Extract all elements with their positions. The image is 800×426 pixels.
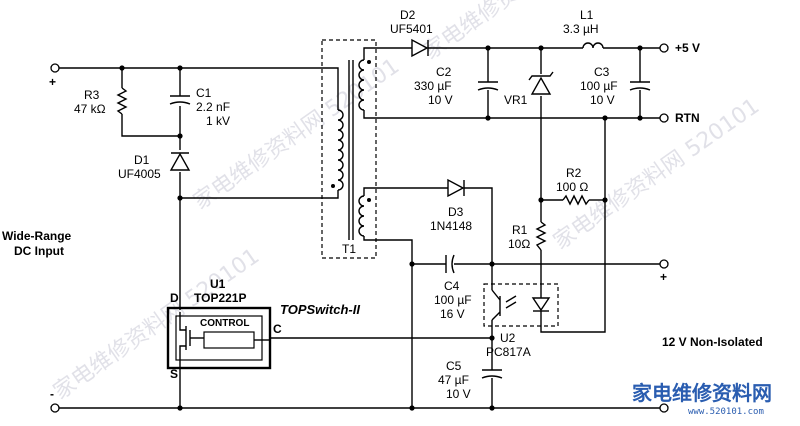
c4-capacitor — [445, 254, 455, 274]
c1-value2: 1 kV — [206, 114, 230, 128]
aux-plus-terminal[interactable] — [659, 259, 669, 269]
c2-capacitor — [477, 81, 499, 91]
d1-ref: D1 — [134, 153, 150, 167]
d2-ref: D2 — [400, 8, 416, 22]
d3-ref: D3 — [448, 205, 464, 219]
u1-pin-s: S — [170, 367, 178, 381]
c1-ref: C1 — [196, 86, 212, 100]
d2-value: UF5401 — [390, 22, 433, 36]
r2-resistor — [562, 194, 590, 206]
r3-resistor — [116, 87, 128, 115]
u1-value: TOP221P — [194, 291, 246, 305]
c4-ref: C4 — [444, 279, 460, 293]
c3-capacitor — [629, 81, 651, 91]
c1-capacitor — [169, 95, 191, 105]
input-label-line2: DC Input — [14, 244, 64, 258]
c2-ref: C2 — [436, 65, 452, 79]
u2-value: PC817A — [486, 345, 531, 359]
c3-value2: 10 V — [590, 93, 615, 107]
d3-diode — [447, 178, 465, 198]
r2-value: 100 Ω — [556, 180, 588, 194]
svg-text:家电维修资料网 520101: 家电维修资料网 520101 — [419, 0, 634, 65]
t1-outline — [321, 39, 377, 259]
r2-ref: R2 — [566, 166, 582, 180]
input-plus-label: + — [49, 75, 56, 89]
input-wiring — [58, 67, 662, 409]
c1-value1: 2.2 nF — [196, 100, 230, 114]
rtn-label: RTN — [675, 111, 700, 125]
d1-value: UF4005 — [118, 167, 161, 181]
r1-ref: R1 — [512, 223, 528, 237]
r3-ref: R3 — [84, 88, 100, 102]
plus5v-terminal[interactable] — [659, 43, 669, 53]
input-minus-label: - — [50, 387, 54, 401]
plus5v-label: +5 V — [675, 41, 700, 55]
vr1-ref: VR1 — [504, 93, 528, 107]
svg-text:家电维修资料网 520101: 家电维修资料网 520101 — [189, 54, 404, 215]
output-12v-label: 12 V Non-Isolated — [662, 335, 763, 349]
svg-text:www.520101.com: www.520101.com — [688, 407, 764, 417]
t1-ref: T1 — [342, 242, 356, 256]
u1-pin-d: D — [170, 291, 179, 305]
watermark-logo: 家电维修资料网 www.520101.com — [632, 381, 772, 417]
watermark-faint: 家电维修资料网 520101 家电维修资料网 520101 家电维修资料网 52… — [49, 0, 764, 405]
d3-value: 1N4148 — [430, 219, 472, 233]
c5-value1: 47 µF — [438, 373, 469, 387]
l1-inductor — [582, 42, 604, 49]
bias-wiring — [270, 187, 660, 408]
c5-value2: 10 V — [446, 387, 471, 401]
c5-capacitor — [481, 369, 503, 379]
c4-value2: 16 V — [440, 307, 465, 321]
r1-resistor — [535, 221, 547, 251]
secondary-wiring — [363, 47, 660, 333]
aux-minus-terminal[interactable] — [659, 403, 669, 413]
l1-value: 3.3 µH — [563, 22, 599, 36]
c2-value2: 10 V — [428, 93, 453, 107]
aux-minus-label: - — [660, 389, 664, 403]
u1-ref: U1 — [210, 277, 226, 291]
c5-ref: C5 — [446, 359, 462, 373]
t1-transformer — [325, 59, 371, 240]
aux-plus-label: + — [660, 270, 667, 284]
input-label-line1: Wide-Range — [2, 229, 72, 243]
d2-diode — [411, 38, 429, 58]
c3-value1: 100 µF — [580, 79, 618, 93]
c3-ref: C3 — [594, 65, 610, 79]
c4-value1: 100 µF — [434, 293, 472, 307]
l1-ref: L1 — [580, 8, 594, 22]
u1-pin-c: C — [273, 322, 282, 336]
u1-control-label: CONTROL — [200, 318, 249, 329]
rtn-terminal[interactable] — [659, 113, 669, 123]
input-plus-terminal[interactable] — [50, 63, 60, 73]
vr1-zener — [528, 71, 554, 95]
c2-value1: 330 µF — [414, 79, 452, 93]
svg-text:家电维修资料网: 家电维修资料网 — [632, 381, 772, 405]
u2-optocoupler — [491, 289, 560, 333]
r3-value: 47 kΩ — [74, 102, 106, 116]
topswitch-label: TOPSwitch-II — [280, 302, 360, 317]
input-minus-terminal[interactable] — [50, 403, 60, 413]
u2-outline — [483, 283, 559, 327]
r1-value: 10Ω — [508, 237, 530, 251]
u2-ref: U2 — [500, 331, 516, 345]
u1-topswitch — [166, 306, 272, 370]
d1-diode — [169, 152, 191, 171]
